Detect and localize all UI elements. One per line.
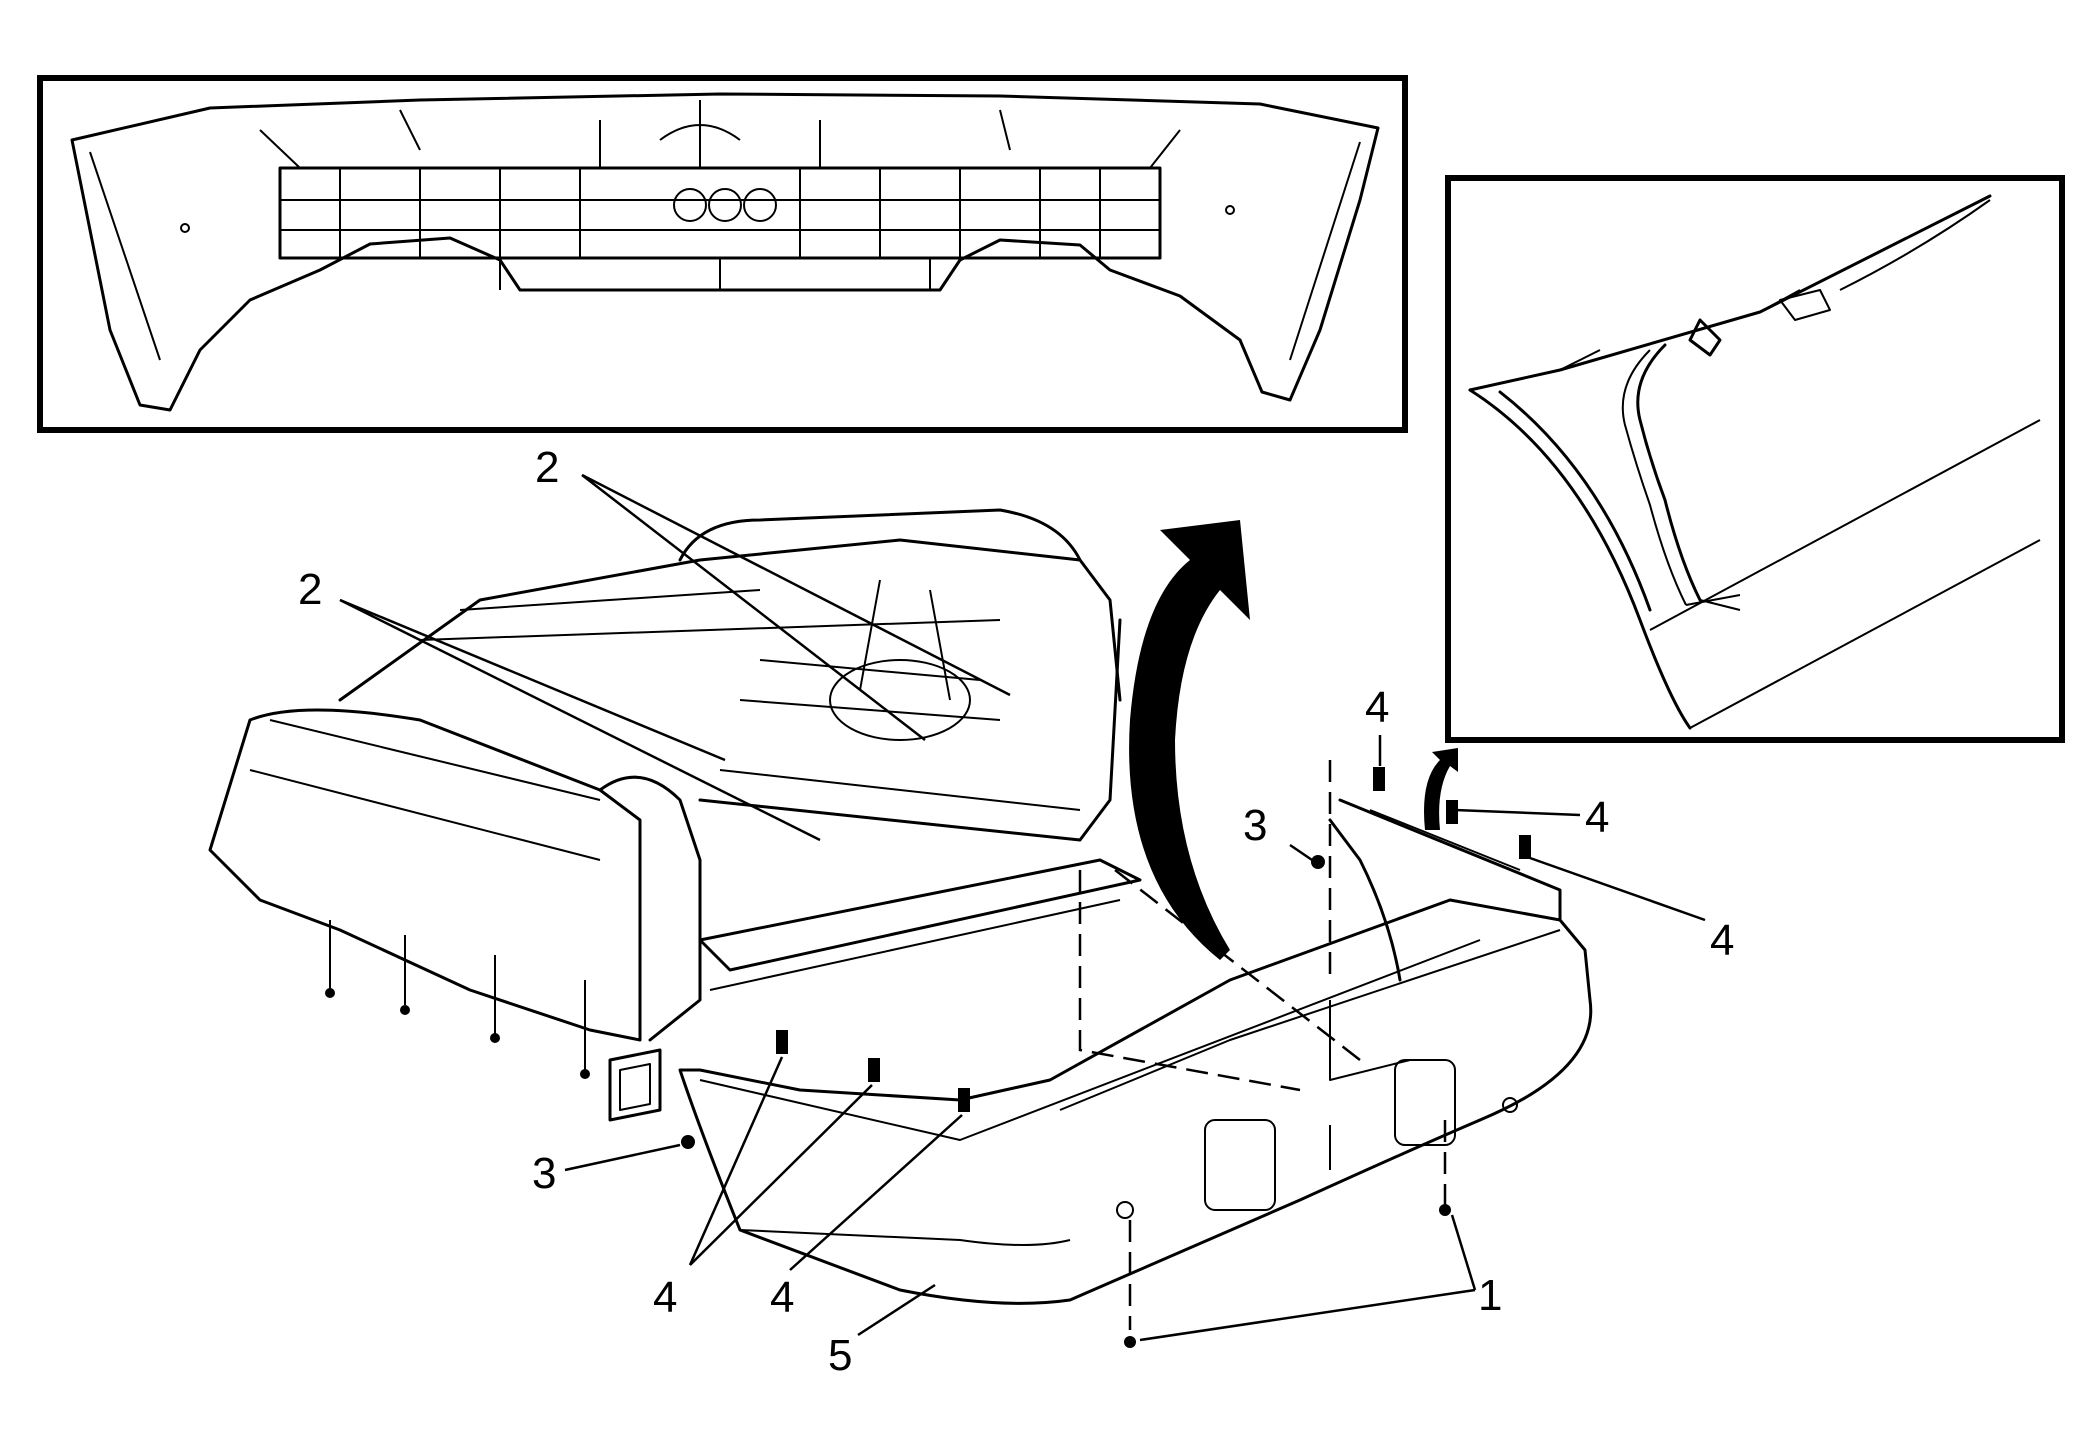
callout-4-top-right: 4 [1365, 683, 1389, 732]
leader-lines [339, 473, 1706, 1342]
callout-4-far-right: 4 [1710, 916, 1734, 965]
callout-3-right: 3 [1243, 801, 1267, 850]
curved-rotation-arrow [1129, 520, 1250, 960]
fasteners [325, 767, 1531, 1348]
callout-3-left: 3 [532, 1149, 556, 1198]
bumper-fascia [678, 798, 1593, 1305]
inset-fascia-rear-view [37, 75, 1408, 433]
callout-labels: 1 2 2 3 3 4 4 4 4 4 5 [298, 443, 1734, 1380]
inset-fascia-harness-detail [1445, 175, 2065, 743]
vehicle-rear-body [208, 508, 1142, 1122]
callout-4-right: 4 [1585, 793, 1609, 842]
callout-1: 1 [1478, 1271, 1502, 1320]
small-rotation-arrow [1424, 748, 1458, 830]
callout-2-upper: 2 [535, 443, 559, 492]
callout-4-lower-left: 4 [653, 1273, 677, 1322]
callout-5: 5 [828, 1331, 852, 1380]
alignment-lines [1078, 760, 1447, 1330]
callout-2-left: 2 [298, 565, 322, 614]
callout-4-lower-center: 4 [770, 1273, 794, 1322]
